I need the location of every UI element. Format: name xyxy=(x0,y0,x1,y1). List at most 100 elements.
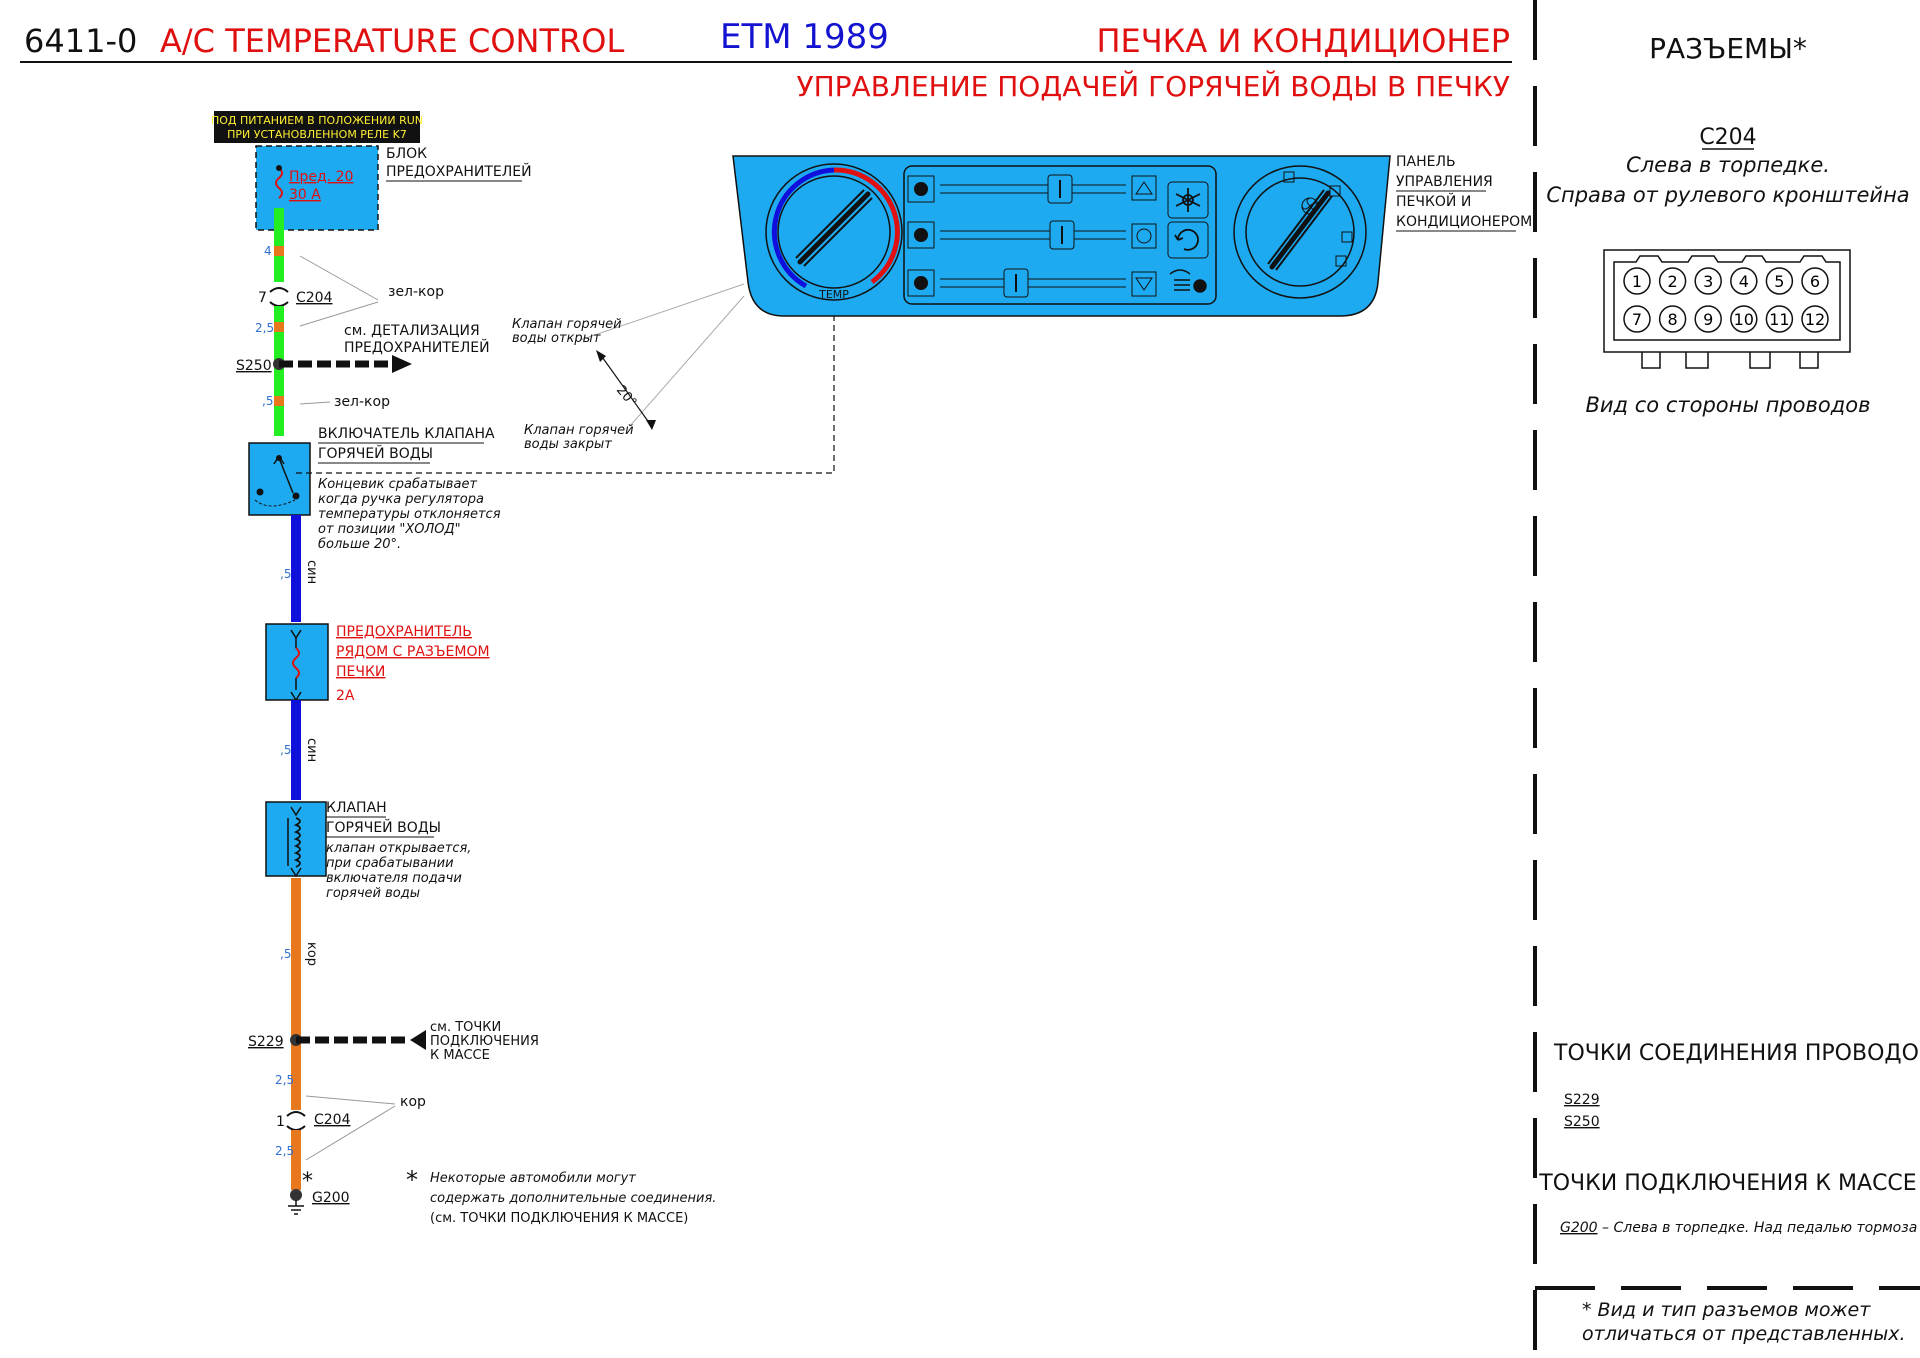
valve-switch: ВКЛЮЧАТЕЛЬ КЛАПАНА ГОРЯЧЕЙ ВОДЫ Концевик… xyxy=(248,306,835,552)
connector-pin xyxy=(1623,267,1651,295)
connector-pin xyxy=(1694,267,1722,295)
water-valve-desc2: при срабатывании xyxy=(326,856,454,871)
mechanical-link-arc xyxy=(254,499,296,507)
doc-code: 6411-0 xyxy=(24,22,137,60)
connector-pin xyxy=(1694,305,1722,333)
inline-fuse-rating: 2А xyxy=(336,688,355,704)
slider-3-lamp xyxy=(914,276,928,290)
title-ru: ПЕЧКА И КОНДИЦИОНЕР xyxy=(1096,22,1510,60)
slider-1-lamp xyxy=(914,182,928,196)
wire-stripe-3 xyxy=(274,396,284,406)
power-note: ПОД ПИТАНИЕМ В ПОЛОЖЕНИИ RUN ПРИ УСТАНОВ… xyxy=(211,111,423,143)
connector-pin xyxy=(1658,267,1687,295)
water-valve-desc3: включателя подачи xyxy=(326,871,462,886)
valve-switch-desc5: больше 20°. xyxy=(318,537,401,552)
valve-switch-desc4: от позиции "ХОЛОД" xyxy=(318,522,461,537)
recirculation-icon xyxy=(1174,228,1199,251)
water-valve-arrow-top xyxy=(290,806,302,817)
inline-fuse-label3: ПЕЧКИ xyxy=(336,664,385,680)
gauge-lower-3: 2,5 xyxy=(275,1144,294,1158)
connector-pin-number: 3 xyxy=(1703,272,1713,291)
valve-switch-label2: ГОРЯЧЕЙ ВОДЫ xyxy=(318,444,433,462)
gauge-blue-2: ,5 xyxy=(280,743,291,757)
fuse-block-label2: ПРЕДОХРАНИТЕЛЕЙ xyxy=(386,162,532,180)
valve-open-line2: воды открыт xyxy=(512,331,601,346)
wire-blue-1: ,5 син xyxy=(280,515,319,622)
wire-upper: 4 7 C204 2,5 зел-кор S250 см. ДЕТАЛИЗАЦИ… xyxy=(236,208,490,436)
grounds-title: ТОЧКИ ПОДКЛЮЧЕНИЯ К МАССЕ xyxy=(1538,1171,1916,1196)
switch-contact-right xyxy=(292,492,300,500)
connector-loc2: Справа от рулевого кронштейна xyxy=(1546,183,1909,207)
temp-knob xyxy=(777,175,891,289)
temp-label: TEMP xyxy=(818,288,849,301)
ground-star: * xyxy=(302,1169,313,1194)
switch-arm xyxy=(278,457,294,494)
temp-arc-red xyxy=(833,167,900,285)
ground-ref-desc: – Слева в торпедке. Над педалью тормоза xyxy=(1598,1220,1918,1236)
panel-label2: УПРАВЛЕНИЯ xyxy=(1396,174,1493,190)
fan-icon xyxy=(1301,197,1319,215)
bottom-note-1: * Вид и тип разъемов может xyxy=(1582,1299,1871,1321)
color-label-upper: зел-кор xyxy=(388,284,444,300)
ground-ref-line2: ПОДКЛЮЧЕНИЯ xyxy=(430,1034,539,1049)
power-note-box xyxy=(214,111,420,143)
angle-arrow xyxy=(599,353,651,425)
gauge-upper-1: 2,5 xyxy=(255,321,274,335)
connector-pin-number: 2 xyxy=(1668,272,1678,291)
fan-speed-mark-1 xyxy=(1329,185,1341,197)
angle-label: 20° xyxy=(613,383,639,410)
color-leader-1 xyxy=(299,255,379,301)
inline-fuse-label1: ПРЕДОХРАНИТЕЛЬ xyxy=(336,624,472,640)
wire-stripe xyxy=(274,246,284,256)
ground-ref-line1: см. ТОЧКИ xyxy=(430,1020,501,1035)
control-panel: TEMP xyxy=(512,154,1532,452)
c204-upper-label: C204 xyxy=(296,290,333,306)
ground-ref-id: G200 xyxy=(1560,1220,1598,1236)
connector-pin-number: 1 xyxy=(1632,272,1642,291)
color-lower-2: кор xyxy=(400,1094,426,1110)
water-valve-label2: ГОРЯЧЕЙ ВОДЫ xyxy=(326,818,441,836)
connector-pin xyxy=(1623,305,1651,333)
connector-pin xyxy=(1765,305,1794,333)
gauge-lower-1: ,5 xyxy=(280,947,291,961)
panel-label1: ПАНЕЛЬ xyxy=(1396,154,1456,170)
pin-4: 4 xyxy=(264,244,272,258)
s229-arrow xyxy=(410,1030,426,1050)
color-leader-lower-2 xyxy=(305,1105,396,1161)
fuse-terminal xyxy=(276,165,282,171)
color-leader-2 xyxy=(299,301,379,327)
power-note-line1: ПОД ПИТАНИЕМ В ПОЛОЖЕНИИ RUN xyxy=(211,114,423,127)
slider-3-down-button xyxy=(1131,271,1157,297)
fan-speed-mark-0 xyxy=(1283,171,1295,183)
connector-pin-number: 11 xyxy=(1769,310,1789,329)
color-leader-lower-1 xyxy=(305,1095,396,1105)
connector-pin-number: 9 xyxy=(1703,310,1713,329)
valve-closed-line2: воды закрыт xyxy=(524,437,612,452)
wire-blue-2: ,5 син xyxy=(280,700,319,800)
circle-icon xyxy=(1136,228,1152,244)
connector-pin-number: 7 xyxy=(1632,310,1642,329)
temp-knob-grip-1 xyxy=(795,189,865,259)
fan-knob-grip-1 xyxy=(1267,189,1325,265)
valve-switch-box xyxy=(248,442,311,516)
recirc-button xyxy=(1167,221,1209,259)
footnote-line1: Некоторые автомобили могут xyxy=(430,1171,636,1186)
gauge-upper-2: ,5 xyxy=(262,394,273,408)
fan-speed-mark-3 xyxy=(1335,255,1347,267)
c204-lower-label: C204 xyxy=(314,1112,351,1128)
c204-upper-connector xyxy=(269,287,289,307)
angle-arrow-head-bottom xyxy=(646,420,656,430)
bottom-note-2: отличаться от представленных. xyxy=(1582,1323,1906,1345)
connector-c204-drawing xyxy=(1603,249,1851,369)
temp-arc-blue xyxy=(771,167,835,289)
connector-pin-number: 10 xyxy=(1734,310,1754,329)
connector-pin xyxy=(1730,267,1758,295)
water-valve: КЛАПАН ГОРЯЧЕЙ ВОДЫ клапан открывается, … xyxy=(265,800,471,901)
down-arrow-icon xyxy=(1135,277,1153,291)
splices-title: ТОЧКИ СОЕДИНЕНИЯ ПРОВОДОВ xyxy=(1553,1041,1920,1066)
connector-pin-number: 5 xyxy=(1774,272,1784,291)
fuse-block: Пред. 20 30 А БЛОК ПРЕДОХРАНИТЕЛЕЙ xyxy=(255,145,532,231)
temp-knob-grip-2 xyxy=(803,197,873,267)
